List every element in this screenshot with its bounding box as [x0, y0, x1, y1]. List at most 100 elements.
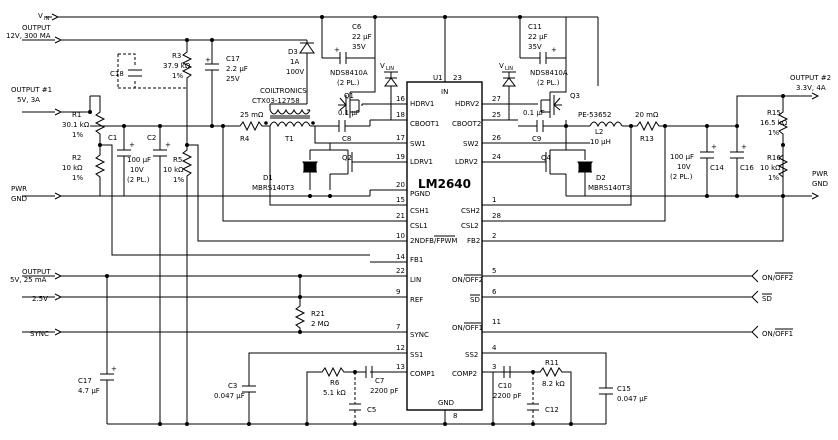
c14-count: (2 PL.): [670, 173, 693, 181]
pin-label-csl1: CSL1: [410, 222, 428, 230]
pin-label-ldrv2: LDRV2: [455, 158, 478, 166]
sd-line: SD: [518, 290, 772, 304]
c7-value: 2200 pF: [370, 387, 399, 395]
vlin-left-v: V: [380, 62, 385, 70]
ic-ref: U1: [433, 74, 443, 82]
r16-ref: R16: [767, 154, 781, 162]
r3-ref: R3: [172, 52, 181, 60]
c16-ref: C16: [740, 164, 754, 172]
pin-num-24: 24: [492, 153, 501, 161]
out1-label-1: OUTPUT #1: [11, 86, 52, 94]
pin-label-ref: REF: [410, 296, 423, 304]
pin-label-pgnd: PGND: [410, 190, 430, 198]
r2-tol: 1%: [72, 174, 83, 182]
r13-ref: R13: [640, 135, 654, 143]
c3-capacitor: C3 0.047 μF: [214, 352, 370, 424]
q2-ref: Q2: [342, 154, 352, 162]
c2-value: 100 μF: [127, 156, 151, 164]
pin-num-10: 10: [396, 232, 405, 240]
r1-value: 30.1 kΩ: [62, 121, 90, 129]
c11-ref: C11: [528, 23, 542, 31]
r21-ref: R21: [311, 310, 325, 318]
r21-resistor: R21 2 MΩ: [294, 276, 330, 334]
q1-mosfet: Q1: [338, 60, 376, 118]
c6-ref: C6: [352, 23, 362, 31]
t1-mfr: COILTRONICS: [260, 87, 307, 95]
ref-2v5-line: 2.5V: [22, 293, 370, 303]
c17a-ref: C17: [226, 55, 240, 63]
d1-part: MBRS140T3: [252, 184, 294, 192]
onoff2-label: ON/OFF2: [762, 274, 793, 282]
c5-ref: C5: [367, 406, 376, 414]
pin-num-20: 20: [396, 181, 405, 189]
pin-label-csl2: CSL2: [461, 222, 479, 230]
r3-resistor: R3 37.9 kΩ 1%: [163, 40, 193, 120]
pin-num-26: 26: [492, 134, 501, 142]
pin-gnd-label: GND: [438, 399, 454, 407]
l2-value: 10 μH: [590, 138, 611, 146]
sd-label: SD: [762, 295, 772, 303]
d3-ref: D3: [288, 48, 298, 56]
r11-ref: R11: [545, 359, 559, 367]
r2-value: 10 kΩ: [62, 164, 83, 172]
l2-ref: L2: [595, 128, 603, 136]
c8-ref: C8: [342, 135, 351, 143]
gnd-bus-bottom: [107, 196, 606, 426]
pin-gnd-num: 8: [453, 412, 457, 420]
c8-capacitor: 0.1 μF C8: [315, 109, 371, 143]
pwr-right-2: GND: [812, 180, 828, 188]
pin-num-19: 19: [396, 153, 405, 161]
pin-num-1: 1: [492, 196, 496, 204]
pin-num-21: 21: [396, 212, 405, 220]
output-5v-25ma-line: OUTPUT 5V, 25 mA: [10, 268, 370, 284]
vlin-right: V LIN: [499, 62, 516, 120]
nds-left-part: NDS8410A: [330, 69, 368, 77]
left-pin-labels: HDRV1 16 CBOOT1 18 SW1 17 LDRV1 19 PGND …: [396, 95, 457, 378]
c16-plus: +: [741, 143, 747, 151]
pin-label-2ndfb: 2NDFB/FPWM: [410, 237, 457, 245]
c2-ref: C2: [147, 134, 156, 142]
c2-volt: 10V: [130, 166, 144, 174]
c8-value: 0.1 μF: [338, 109, 360, 117]
pin-num-13: 13: [396, 363, 405, 371]
r3-tol: 1%: [172, 72, 183, 80]
r11-value: 8.2 kΩ: [542, 380, 565, 388]
t1-transformer: COILTRONICS CTX03-12758 T1: [252, 87, 370, 144]
l2-inductor: PE-53652 L2 10 μH 20 mΩ R13: [518, 111, 737, 146]
pin-num-22: 22: [396, 267, 405, 275]
nds-left-count: (2 PL.): [337, 79, 360, 87]
r4-ref: R4: [240, 135, 250, 143]
c14-plus: +: [711, 143, 717, 151]
c2-count: (2 PL.): [127, 176, 150, 184]
c17b-value: 4.7 μF: [78, 387, 100, 395]
vin-label: V: [38, 12, 43, 20]
c6-value: 22 μF: [352, 33, 372, 41]
c1-plus: +: [129, 141, 135, 149]
c15-capacitor: C15 0.047 μF: [518, 352, 648, 424]
pin-num-25: 25: [492, 111, 501, 119]
r5-value: 10 kΩ: [163, 166, 184, 174]
r6-ref: R6: [330, 379, 340, 387]
d1-body: [303, 162, 317, 172]
d1-ref: D1: [263, 174, 273, 182]
comp2-network: C10 2200 pF R11 8.2 kΩ C12: [492, 359, 573, 426]
r16-value: 10 kΩ: [760, 164, 781, 172]
pwr-left-2: GND: [11, 195, 27, 203]
c6-plus: +: [334, 46, 340, 54]
csh1-csl1-routing: [222, 126, 370, 222]
pin-label-lin: LIN: [410, 276, 421, 284]
pin-in-num: 23: [453, 74, 462, 82]
pin-num-18: 18: [396, 111, 405, 119]
right-pin-labels: HDRV2 27 CBOOT2 25 SW2 26 LDRV2 24 CSH2 …: [452, 95, 501, 378]
c17-capacitor-2u2: + C17 2.2 μF 25V: [205, 40, 248, 125]
pwr-gnd-left: PWR GND: [11, 185, 371, 203]
c9-value: 0.1 μF: [523, 109, 545, 117]
r5-tol: 1%: [173, 176, 184, 184]
output-5v-line: OUTPUT #1 5V, 3A 25 mΩ R4: [11, 86, 270, 143]
lm2640-ic-body: [406, 81, 483, 411]
sync-label: SYNC: [30, 330, 49, 338]
c6-capacitor: C6 22 μF 35V +: [321, 17, 376, 64]
out12-label-2: 12V, 300 MA: [6, 32, 51, 40]
pin-label-cboot2: CBOOT2: [452, 120, 481, 128]
